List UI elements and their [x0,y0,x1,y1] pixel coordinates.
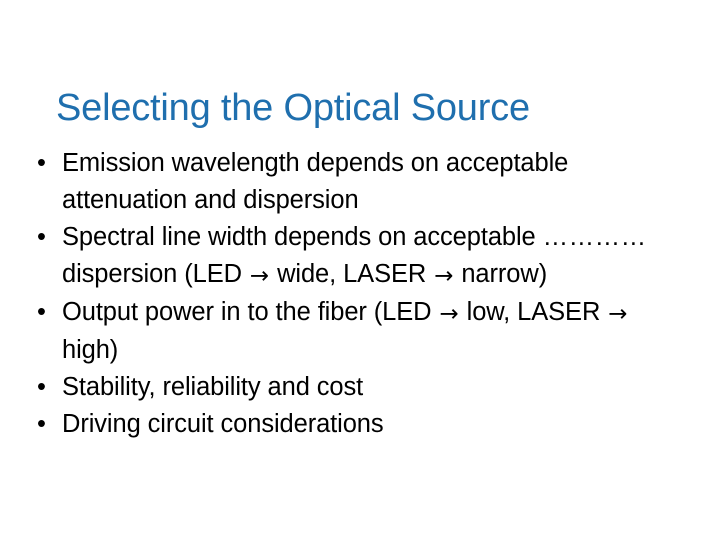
text-run: high) [62,336,119,364]
text-run: Driving circuit considerations [62,410,384,438]
text-run: Output power in to the fiber (LED [62,298,439,326]
list-item-text: Stability, reliability and cost [62,373,363,401]
dot-leader: ………… [542,223,647,251]
text-run: Spectral line width depends on acceptabl… [62,223,543,251]
bullet-list: • Emission wavelength depends on accepta… [30,145,662,443]
bullet-dot-icon: • [37,298,46,326]
page-title: Selecting the Optical Source [56,87,530,130]
arrow-right-icon: → [439,301,459,327]
list-item: • Spectral line width depends on accepta… [30,219,662,294]
text-run: dispersion (LED [62,260,249,288]
list-item: • Emission wavelength depends on accepta… [30,145,662,219]
text-run: narrow) [454,260,548,288]
text-run: Emission wavelength depends on acceptabl… [62,149,569,214]
text-run: Stability, reliability and cost [62,373,364,401]
slide-body: • Emission wavelength depends on accepta… [30,145,662,443]
text-run: wide, LASER [270,260,434,288]
arrow-right-icon: → [608,301,628,327]
list-item: • Driving circuit considerations [30,406,662,443]
list-item: • Output power in to the fiber (LED → lo… [30,294,662,369]
list-item-text: Output power in to the fiber (LED → low,… [62,298,628,364]
bullet-dot-icon: • [37,373,46,401]
list-item-text: Emission wavelength depends on acceptabl… [62,149,568,214]
list-item-text: Spectral line width depends on acceptabl… [62,223,647,289]
list-item: • Stability, reliability and cost [30,369,662,406]
bullet-dot-icon: • [37,149,46,177]
arrow-right-icon: → [249,263,270,289]
list-item-text: Driving circuit considerations [62,410,384,438]
text-run: low, LASER [459,298,608,326]
arrow-right-icon: → [434,263,454,289]
bullet-dot-icon: • [37,223,46,251]
bullet-dot-icon: • [37,410,46,438]
